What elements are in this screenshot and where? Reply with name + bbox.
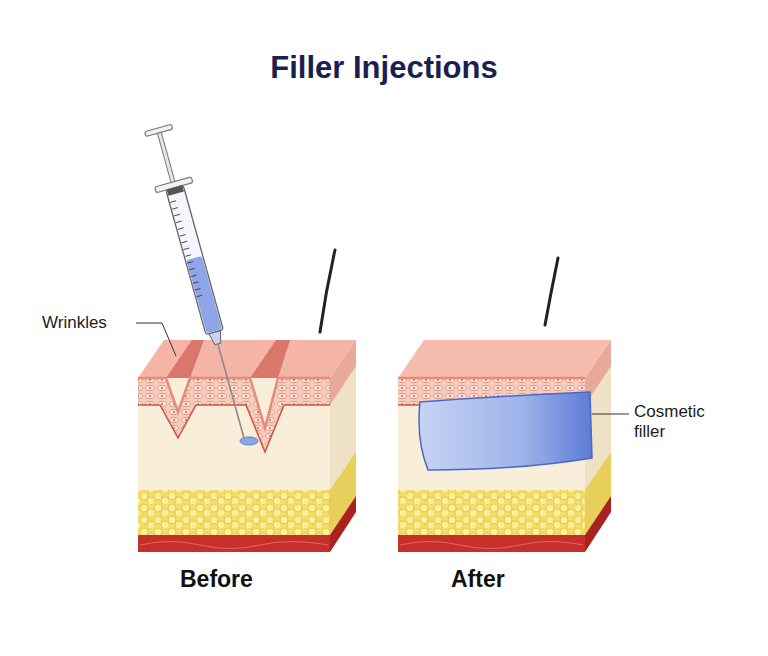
syringe bbox=[140, 123, 263, 443]
leader-line bbox=[592, 414, 629, 415]
panel-caption: Before bbox=[180, 566, 253, 593]
diagram-title: Filler Injections bbox=[0, 50, 768, 86]
skin-block-before bbox=[138, 250, 356, 552]
skin-block-after bbox=[398, 258, 611, 552]
panel-caption: After bbox=[451, 566, 505, 593]
part-label: Cosmetic filler bbox=[634, 402, 734, 442]
leader-line bbox=[136, 323, 176, 356]
part-label: Wrinkles bbox=[42, 313, 107, 333]
